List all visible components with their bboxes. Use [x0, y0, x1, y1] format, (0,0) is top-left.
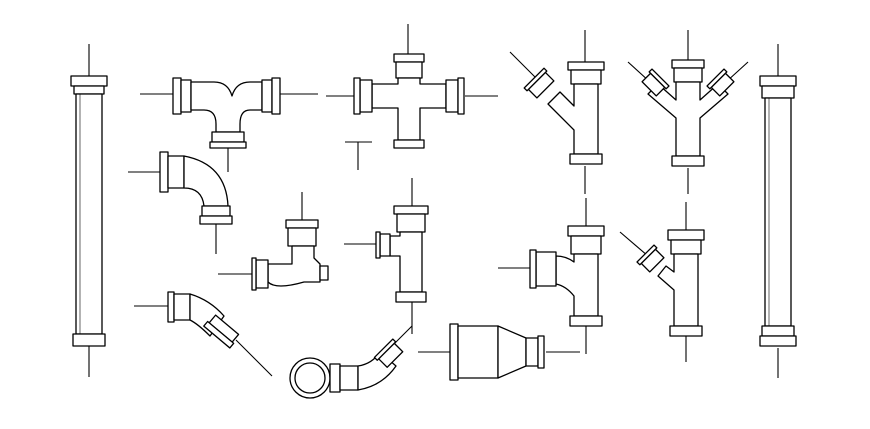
double-wye — [627, 30, 749, 194]
sanitary-tee — [498, 198, 605, 354]
side-inlet-tee — [344, 178, 429, 334]
elbow-90 — [128, 151, 233, 254]
small-tee-symbol — [345, 141, 372, 170]
straight-pipe-right — [759, 44, 797, 378]
reducer — [418, 323, 580, 381]
straight-pipe-left — [70, 44, 108, 377]
wye-small — [619, 202, 705, 362]
long-sweep-elbow — [218, 192, 329, 291]
cross-fitting — [326, 24, 498, 149]
sweep-tee-top — [140, 77, 318, 172]
bend-with-end-view — [289, 325, 413, 399]
wye-branch-left — [509, 30, 605, 194]
elbow-45 — [134, 291, 273, 377]
